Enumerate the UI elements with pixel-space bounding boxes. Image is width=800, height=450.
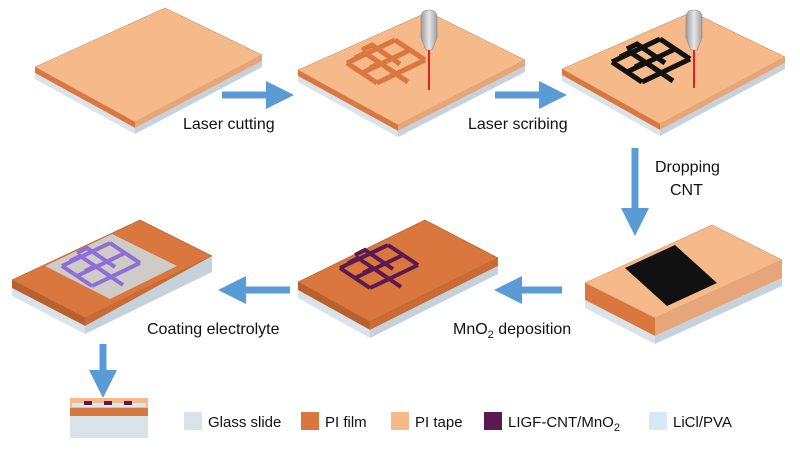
panel-laser-cut	[297, 9, 526, 137]
carbon-electrode-pattern	[610, 36, 692, 85]
ligf-cnt-mno2-pattern	[60, 241, 142, 288]
legend-swatch-pi-film	[301, 412, 319, 430]
laser-nozzle-icon	[420, 9, 438, 90]
pi-film-electrode-pattern	[345, 37, 427, 86]
panel-electrolyte-coated	[11, 219, 213, 334]
panel-cnt-dropped	[584, 224, 783, 344]
legend-ligf-cnt-mno2: LIGF-CNT/MnO2	[508, 414, 620, 434]
panel-laser-scribed	[561, 9, 786, 136]
legend-swatch-licl-pva	[649, 412, 667, 430]
label-laser-scribing: Laser scribing	[468, 116, 568, 133]
legend-swatch-glass-slide	[184, 412, 202, 430]
label-cnt: CNT	[670, 182, 703, 199]
panel-blank-substrate	[34, 7, 263, 134]
process-arrows	[89, 81, 649, 398]
legend-swatch-pi-tape	[391, 412, 409, 430]
legend-swatch-ligf	[484, 412, 502, 430]
cnt-layer	[625, 245, 717, 306]
legend: Glass slide PI film PI tape LIGF-CNT/MnO…	[184, 412, 732, 434]
label-coating-electrolyte: Coating electrolyte	[147, 321, 280, 338]
ligf-cnt-mno2-pattern	[338, 243, 420, 290]
panel-mno2-deposited	[297, 219, 499, 338]
legend-glass-slide: Glass slide	[208, 414, 281, 431]
legend-licl-pva: LiCl/PVA	[673, 414, 732, 431]
laser-nozzle-icon	[685, 9, 703, 88]
legend-pi-tape: PI tape	[415, 414, 463, 431]
legend-pi-film: PI film	[325, 414, 367, 431]
label-laser-cutting: Laser cutting	[183, 116, 275, 133]
label-dropping: Dropping	[655, 159, 720, 176]
label-mno2-deposition: MnO2 deposition	[453, 321, 571, 341]
device-cross-section	[70, 398, 148, 438]
